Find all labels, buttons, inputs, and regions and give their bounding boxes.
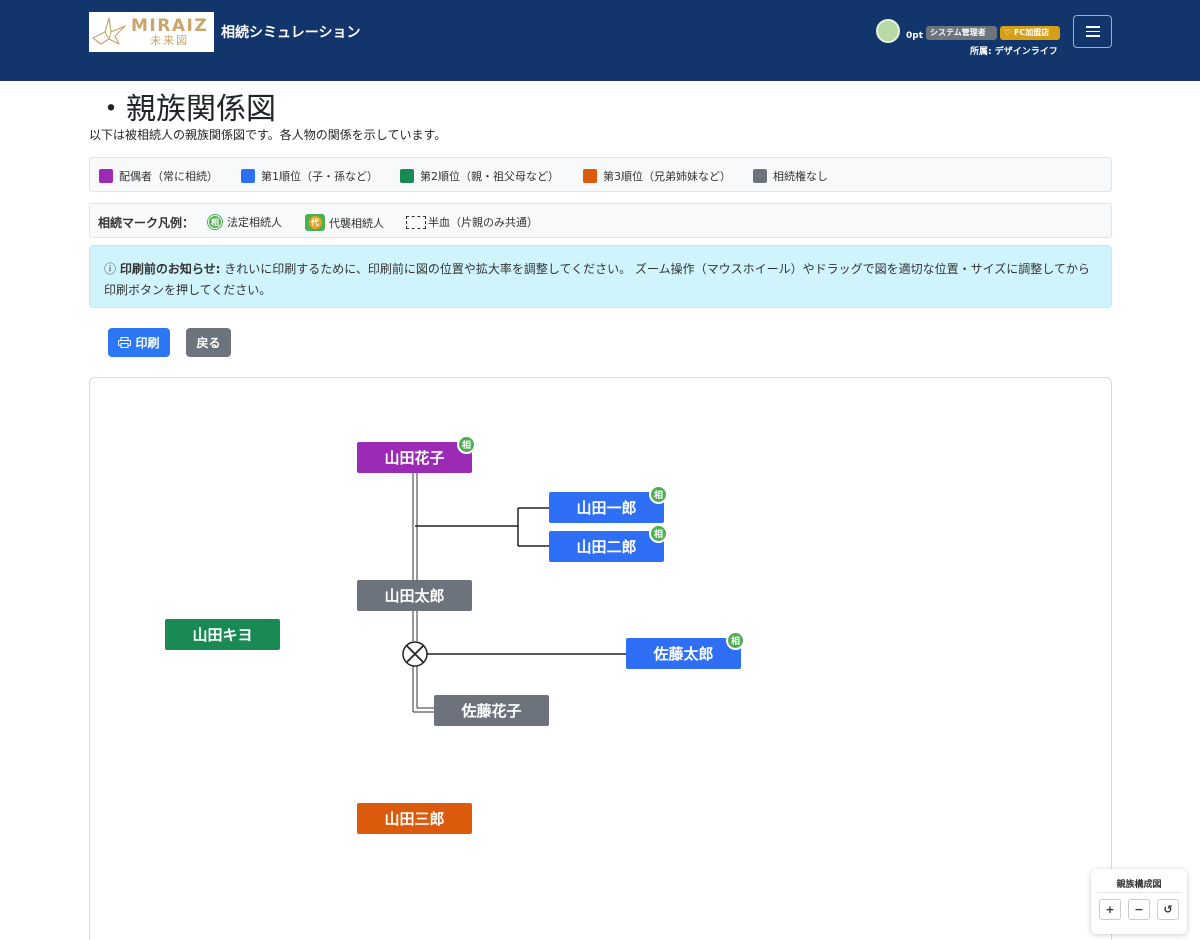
legend-item-spouse: 配偶者（常に相続） <box>99 168 218 184</box>
person-name: 佐藤花子 <box>461 702 522 720</box>
legend-swatch <box>99 169 113 183</box>
person-name: 山田花子 <box>384 449 445 467</box>
person-node-saburo[interactable]: 山田三郎 <box>357 803 472 834</box>
legend-item-second-rank: 第2順位（親・祖父母など） <box>400 168 559 184</box>
divider <box>1097 892 1181 893</box>
logo-subtitle: 未来図 <box>150 34 190 47</box>
user-avatar-icon[interactable] <box>876 19 900 43</box>
person-node-sato-hanako[interactable]: 佐藤花子 <box>434 695 549 726</box>
print-button-label: 印刷 <box>135 336 160 350</box>
logo-wordmark: MIRAIZ <box>131 16 209 36</box>
legend-label: 配偶者（常に相続） <box>119 170 218 183</box>
mark-legend: 相続マーク凡例： 相 法定相続人 代 代襲相続人 半血（片親のみ共通） <box>89 203 1112 238</box>
menu-bar-icon <box>1085 30 1100 33</box>
info-circle-icon: ⓘ <box>104 262 117 276</box>
role-badge: システム管理者 <box>926 26 997 40</box>
person-node-kiyo[interactable]: 山田キヨ <box>165 619 280 650</box>
notice-text: きれいに印刷するために、印刷前に図の位置や拡大率を調整してください。 ズーム操作… <box>104 262 1090 297</box>
legend-swatch <box>241 169 255 183</box>
proxy-heir-icon: 代 <box>305 214 325 231</box>
fc-badge-label: FC加盟店 <box>1013 28 1050 37</box>
legend-item-no-right: 相続権なし <box>753 168 828 184</box>
mark-legend-title: 相続マーク凡例： <box>98 216 195 230</box>
hamburger-menu-button[interactable] <box>1073 15 1112 48</box>
person-node-sato-taro[interactable]: 佐藤太郎 相 <box>626 631 745 669</box>
reset-zoom-button[interactable]: ↺ <box>1157 899 1179 920</box>
legend-item-third-rank: 第3順位（兄弟姉妹など） <box>583 168 731 184</box>
legend-swatch <box>753 169 767 183</box>
legend-label: 第1順位（子・孫など） <box>261 170 378 183</box>
person-node-taro[interactable]: 山田太郎 <box>357 580 472 611</box>
legal-heir-icon: 相 <box>649 485 668 504</box>
printer-icon <box>118 337 132 348</box>
points-value: 0pt <box>906 31 924 41</box>
notice-title: 印刷前のお知らせ: <box>119 262 221 276</box>
app-title: 相続シミュレーション <box>221 25 361 41</box>
app-header: MIRAIZ 未来図 相続シミュレーション 0pt システム管理者 ♡ FC加盟… <box>0 0 1200 81</box>
affiliation-text: 所属: デザインライフ <box>970 47 1058 57</box>
mark-label: 半血（片親のみ共通） <box>428 216 538 229</box>
mark-label: 法定相続人 <box>227 216 282 229</box>
person-node-jiro[interactable]: 山田二郎 相 <box>549 524 668 562</box>
person-name: 佐藤太郎 <box>653 645 714 663</box>
family-tree-canvas[interactable]: 山田花子 相 山田一郎 相 山田二郎 相 山田太郎 山田キヨ 佐藤太郎 相 佐藤… <box>89 377 1112 940</box>
back-button[interactable]: 戻る <box>186 328 231 357</box>
menu-bar-icon <box>1085 35 1100 37</box>
zoom-in-button[interactable]: + <box>1099 899 1121 920</box>
legal-heir-icon: 相 <box>726 631 745 650</box>
person-name: 山田三郎 <box>384 810 445 828</box>
print-button[interactable]: 印刷 <box>108 328 170 357</box>
paper-crane-icon <box>92 17 126 45</box>
legend-label: 相続権なし <box>773 170 828 183</box>
legal-heir-icon: 相 <box>457 435 476 454</box>
legend-label: 第3順位（兄弟姉妹など） <box>603 170 731 183</box>
legend-item-first-rank: 第1順位（子・孫など） <box>241 168 378 184</box>
legend-label: 第2順位（親・祖父母など） <box>420 170 559 183</box>
back-button-label: 戻る <box>196 336 221 350</box>
legal-heir-icon: 相 <box>649 524 668 543</box>
mark-item-proxy-heir: 代 代襲相続人 <box>305 214 384 231</box>
page-title: ・親族関係図 <box>96 92 276 127</box>
divorce-mark-icon <box>402 641 428 667</box>
color-legend: 配偶者（常に相続） 第1順位（子・孫など） 第2順位（親・祖父母など） 第3順位… <box>89 157 1112 192</box>
proxy-symbol: 代 <box>308 216 322 229</box>
legend-swatch <box>583 169 597 183</box>
mark-item-half-blood: 半血（片親のみ共通） <box>406 214 538 230</box>
relationship-lines <box>402 473 626 713</box>
mark-label: 代襲相続人 <box>329 216 384 230</box>
mark-item-legal-heir: 相 法定相続人 <box>208 214 282 230</box>
person-name: 山田太郎 <box>384 587 445 605</box>
person-name: 山田一郎 <box>576 499 637 517</box>
zoom-panel-title: 親族構成図 <box>1116 880 1162 890</box>
zoom-control-panel: 親族構成図 + − ↺ <box>1091 869 1187 934</box>
person-name: 山田二郎 <box>576 538 637 556</box>
page-description: 以下は被相続人の親族関係図です。各人物の関係を示しています。 <box>89 128 447 142</box>
person-name: 山田キヨ <box>192 626 253 644</box>
person-node-ichiro[interactable]: 山田一郎 相 <box>549 485 668 523</box>
half-blood-icon <box>406 215 426 229</box>
fc-badge: ♡ FC加盟店 <box>1000 26 1060 40</box>
legend-swatch <box>400 169 414 183</box>
zoom-out-button[interactable]: − <box>1128 899 1150 920</box>
legal-heir-icon: 相 <box>208 215 222 229</box>
person-node-hanako[interactable]: 山田花子 相 <box>357 435 476 473</box>
miraiz-logo[interactable]: MIRAIZ 未来図 <box>89 12 214 52</box>
print-notice-alert: ⓘ 印刷前のお知らせ: きれいに印刷するために、印刷前に図の位置や拡大率を調整し… <box>89 245 1112 308</box>
menu-bar-icon <box>1085 26 1100 28</box>
